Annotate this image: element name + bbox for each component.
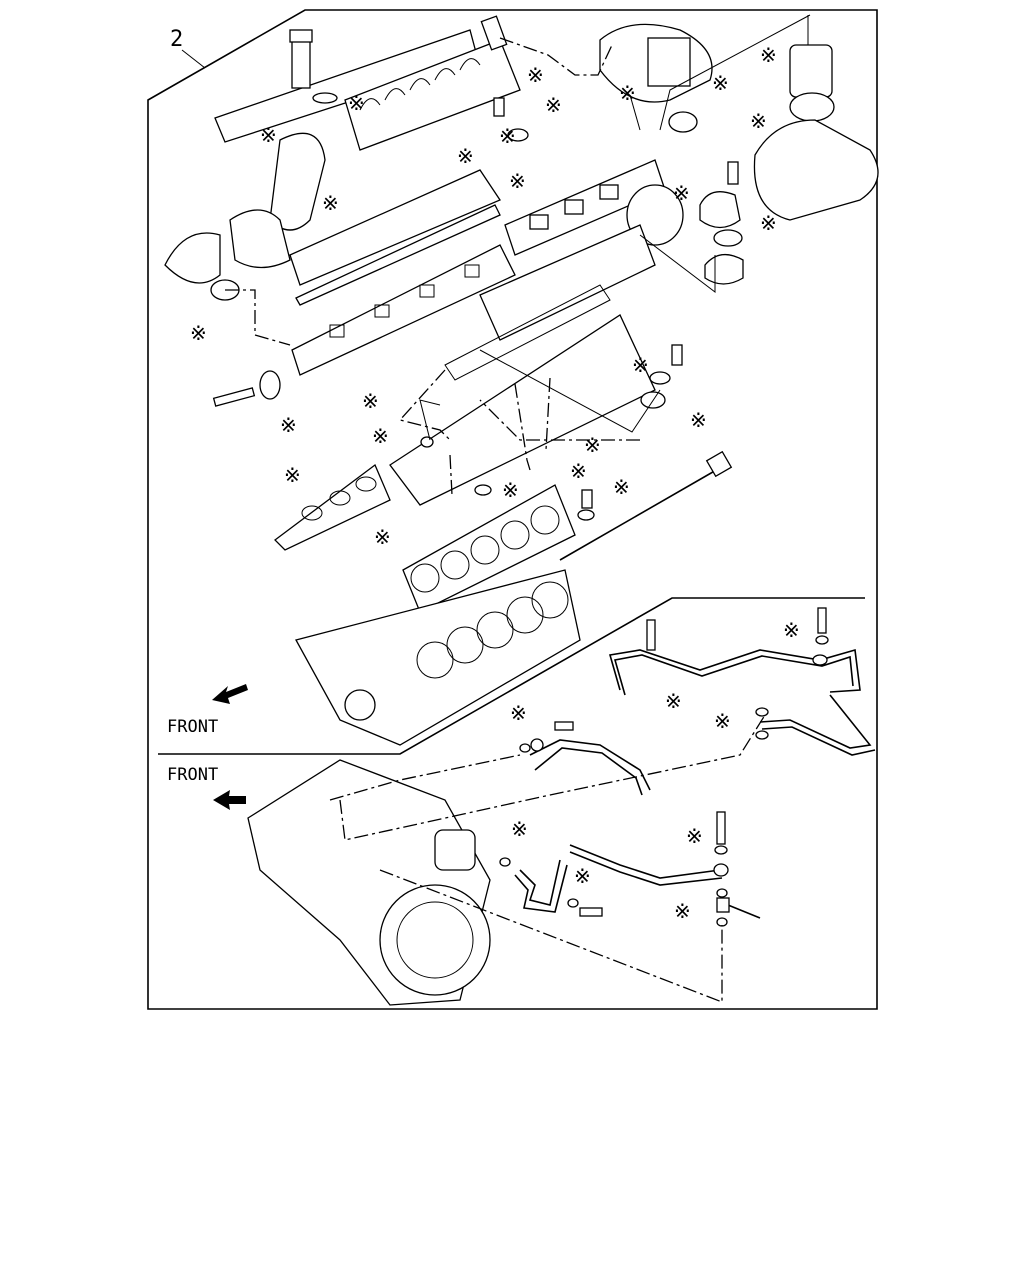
- kit-marker: ※: [545, 93, 562, 117]
- kit-marker: ※: [372, 424, 389, 448]
- cylinder-block: [295, 569, 581, 746]
- kit-marker: ※: [457, 144, 474, 168]
- kit-marker-group: ※ ※ ※ ※ ※ ※ ※ ※ ※ ※ ※ ※ ※ ※ ※ ※ ※ ※ ※ ※ …: [190, 43, 800, 923]
- transmission-oil-pipe-lower: [499, 857, 603, 917]
- kit-marker: ※: [686, 824, 703, 848]
- kit-marker: ※: [690, 408, 707, 432]
- kit-marker: ※: [509, 169, 526, 193]
- kit-marker: ※: [284, 463, 301, 487]
- thermostat-housing: [699, 161, 744, 285]
- section-divider: [158, 597, 865, 755]
- transmission-oil-pipe-right: [569, 811, 729, 886]
- cylinder-head: [389, 224, 656, 506]
- kit-marker: ※: [280, 413, 297, 437]
- front-arrow-top-icon: [212, 684, 248, 704]
- pipe-connector-lower-right: [716, 888, 761, 927]
- front-arrow-bottom-icon: [213, 790, 246, 810]
- oil-pipe-lower: [755, 694, 876, 756]
- kit-marker: ※: [362, 389, 379, 413]
- small-bolts-and-washers: [212, 97, 683, 521]
- air-cleaner-duct: [753, 44, 879, 221]
- kit-marker: ※: [574, 864, 591, 888]
- kit-marker: ※: [502, 478, 519, 502]
- leader-lines: [419, 14, 811, 441]
- intake-pipe-elbow: [164, 132, 326, 301]
- kit-marker: ※: [674, 899, 691, 923]
- kit-marker: ※: [712, 71, 729, 95]
- manifold-gasket-small: [274, 463, 391, 551]
- kit-marker: ※: [584, 433, 601, 457]
- kit-marker: ※: [760, 211, 777, 235]
- kit-marker: ※: [613, 475, 630, 499]
- kit-marker: ※: [750, 109, 767, 133]
- exhaust-manifold-gasket: [291, 244, 516, 376]
- item-number-label: 2: [170, 27, 183, 52]
- front-label-bottom: FRONT: [167, 765, 218, 785]
- kit-marker: ※: [714, 709, 731, 733]
- intake-manifold-cover: [214, 29, 479, 143]
- kit-marker: ※: [190, 321, 207, 345]
- kit-marker: ※: [632, 353, 649, 377]
- reference-leader-lines: [225, 37, 766, 1003]
- kit-marker: ※: [510, 701, 527, 725]
- kit-marker: ※: [322, 191, 339, 215]
- kit-marker: ※: [760, 43, 777, 67]
- kit-marker: ※: [619, 81, 636, 105]
- transmission-oil-pipe-left: [519, 721, 651, 796]
- kit-marker: ※: [499, 124, 516, 148]
- kit-marker: ※: [665, 689, 682, 713]
- kit-marker: ※: [527, 63, 544, 87]
- diagram-frame: [147, 9, 878, 1010]
- kit-marker: ※: [374, 525, 391, 549]
- cylinder-head-gasket: [402, 484, 576, 613]
- kit-marker: ※: [260, 123, 277, 147]
- kit-marker: ※: [570, 459, 587, 483]
- item-number-leader: [181, 49, 206, 69]
- kit-marker: ※: [511, 817, 528, 841]
- oil-pipe-upper: [608, 607, 861, 696]
- front-label-top: FRONT: [167, 717, 218, 737]
- dipstick-guide: [559, 450, 733, 561]
- transmission-housing: [247, 759, 491, 1006]
- head-cover-gasket: [444, 284, 611, 381]
- turbo-outlet-elbow: [599, 23, 713, 133]
- rocker-cover: [289, 169, 501, 306]
- kit-marker: ※: [348, 91, 365, 115]
- exhaust-manifold: [504, 159, 684, 256]
- intake-manifold: [344, 15, 521, 151]
- kit-marker: ※: [673, 181, 690, 205]
- kit-marker: ※: [783, 618, 800, 642]
